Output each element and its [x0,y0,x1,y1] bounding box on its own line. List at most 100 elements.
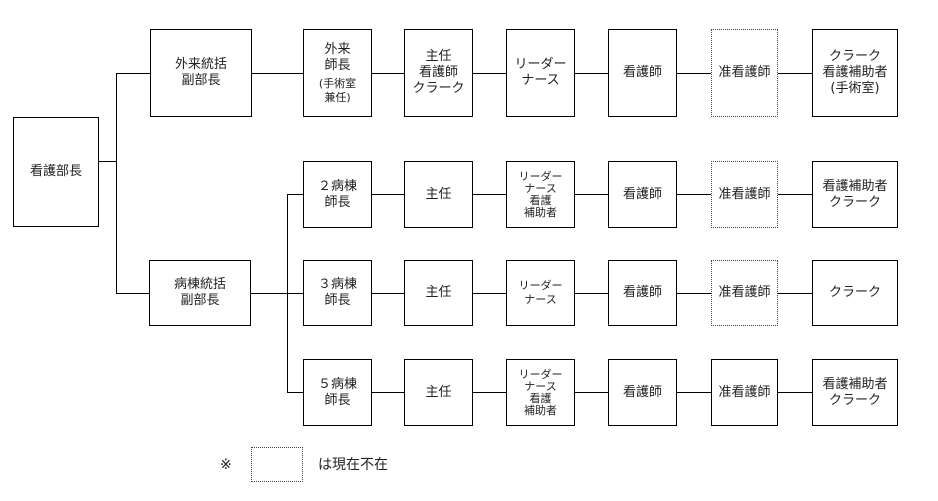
ward5-assoc-nurse-box: 准看護師 [711,359,778,426]
ward2-nurse-box: 看護師 [608,161,677,228]
outpatient-deputy-director-box: 外来統括 副部長 [150,29,252,117]
connector-line [676,73,711,74]
box-label: 看護部長 [29,164,82,179]
box-label: 副部長 [180,293,220,308]
box-label: 主任 [425,384,452,400]
ward5-chief-box: 主任 [404,359,473,426]
connector-line [574,73,608,74]
ward5-leader-nurse-box: リーダー ナース 看護 補助者 [506,359,575,426]
box-label: リーダー [518,169,563,183]
connector-line [472,73,506,74]
box-label: 看護補助者 [822,65,888,80]
box-note: (手術室 [318,76,357,90]
box-label: ５病棟 [317,376,357,392]
ward3-chief-box: 主任 [404,260,473,326]
box-label: 看護補助者 [822,178,888,194]
outpatient-leader-nurse-box: リーダー ナース [506,29,575,117]
connector-line [676,392,711,393]
box-label: リーダー [518,279,563,292]
box-label: 師長 [324,293,351,308]
connector-line [251,73,303,74]
box-label: 主任 [425,285,452,300]
box-label: クラーク [828,285,881,300]
box-label: 看護師 [418,65,458,80]
box-label: 補助者 [524,403,557,417]
box-label: ナース [521,73,560,88]
ward2-assoc-nurse-box-vacant: 准看護師 [711,161,778,228]
connector-line [778,293,812,294]
connector-line [116,73,150,74]
connector-line [287,293,303,294]
ward2-head-nurse-box: ２病棟 師長 [303,161,372,228]
box-label: 補助者 [524,205,557,219]
connector-line [472,293,506,294]
box-label: 准看護師 [718,186,771,202]
box-label: 看護師 [622,186,662,202]
connector-line [250,293,287,294]
box-note: 兼任) [324,90,351,104]
ward2-chief-box: 主任 [404,161,473,228]
connector-line [371,293,404,294]
box-label: 看護補助者 [822,376,888,392]
box-label: 准看護師 [718,65,771,80]
connector-line [676,293,711,294]
box-label: リーダー [514,57,567,72]
connector-line [116,73,117,294]
connector-line [287,194,303,195]
box-label: 外来統括 [174,57,227,72]
box-label: 副部長 [181,73,221,88]
box-label: ナース [524,181,557,195]
box-label: 師長 [324,194,351,210]
box-label: リーダー [518,367,563,381]
box-label: 看護 [529,193,552,207]
box-label: 看護師 [622,384,662,400]
connector-line [778,392,812,393]
connector-line [574,392,608,393]
box-label: クラーク [828,49,881,64]
ward5-head-nurse-box: ５病棟 師長 [303,359,372,426]
director-of-nursing-box: 看護部長 [13,117,99,227]
connector-line [676,194,711,195]
box-label: 師長 [324,392,351,408]
box-label: ３病棟 [317,277,357,292]
outpatient-head-nurse-box: 外来 師長 (手術室 兼任) [303,29,372,117]
legend-vacant-sample-box [251,447,303,482]
box-label: ナース [524,379,557,393]
connector-line [116,293,150,294]
connector-line [574,293,608,294]
connector-line [371,73,404,74]
box-label: 看護師 [622,285,662,300]
connector-line [574,194,608,195]
ward3-leader-nurse-box: リーダー ナース [506,260,575,326]
ward5-aide-clerk-box: 看護補助者 クラーク [812,359,898,426]
box-label: 准看護師 [718,384,771,400]
box-label: 主任 [425,49,452,64]
outpatient-clerk-box: クラーク 看護補助者 (手術室) [812,29,898,117]
connector-line [371,194,404,195]
connector-line [778,73,812,74]
box-label: 病棟統括 [173,277,226,292]
connector-line [98,161,116,162]
connector-line [287,392,303,393]
ward-deputy-director-box: 病棟統括 副部長 [149,260,251,326]
outpatient-assoc-nurse-box-vacant: 准看護師 [711,29,778,117]
box-label: 看護 [529,391,552,405]
connector-line [778,194,812,195]
box-label: ２病棟 [317,178,357,194]
box-label: 看護師 [622,65,662,80]
box-label: クラーク [828,194,881,210]
box-label: (手術室) [830,81,880,96]
outpatient-chief-box: 主任 看護師 クラーク [404,29,473,117]
box-label: 准看護師 [718,285,771,300]
box-label: 外来 [324,41,351,57]
ward2-aide-clerk-box: 看護補助者 クラーク [812,161,898,228]
box-label: ナース [524,293,557,306]
box-label: クラーク [828,392,881,408]
ward3-head-nurse-box: ３病棟 師長 [303,260,372,326]
box-label: 師長 [324,57,351,73]
ward5-nurse-box: 看護師 [608,359,677,426]
connector-line [371,392,404,393]
box-label: 主任 [425,186,452,202]
ward3-nurse-box: 看護師 [608,260,677,326]
